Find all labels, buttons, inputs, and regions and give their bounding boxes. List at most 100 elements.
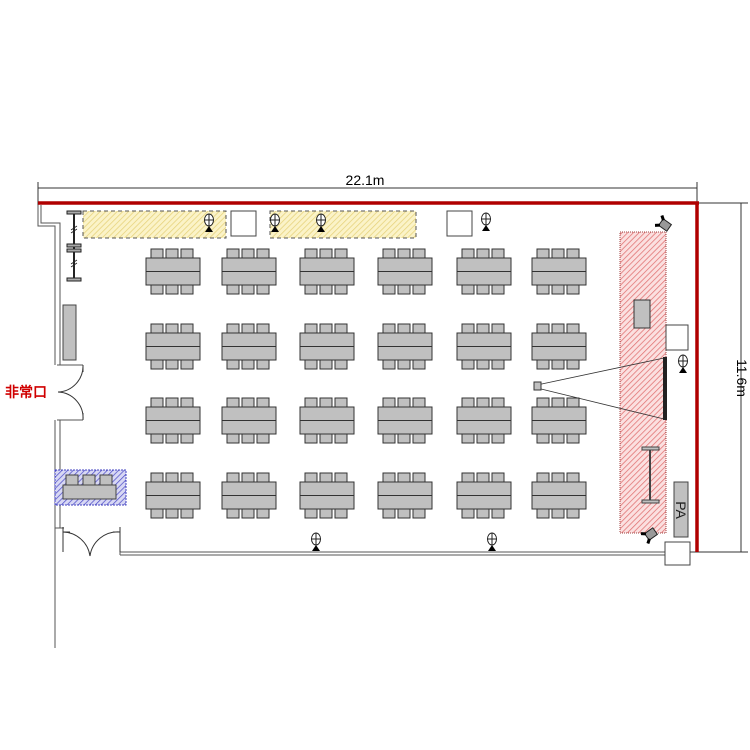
chair [150,359,164,370]
chair [165,359,179,370]
chair [226,508,240,519]
emergency-exit-door[interactable] [57,364,84,421]
table-group [456,397,512,444]
chair [165,472,179,483]
chair [226,397,240,408]
chair [476,508,490,519]
table-group [221,323,277,370]
chair [319,284,333,295]
table-group [377,397,433,444]
table-group [299,248,355,295]
chair [461,248,475,259]
whiteboard-stand [641,446,660,504]
table-group [299,472,355,519]
chair [566,472,580,483]
chair [150,433,164,444]
chair [256,433,270,444]
chair [536,359,550,370]
chair [226,433,240,444]
chair [476,359,490,370]
chair [304,284,318,295]
chair [536,433,550,444]
chair [566,323,580,334]
chair [491,472,505,483]
chair [382,508,396,519]
chair [256,397,270,408]
height-dimension: 11.6m [690,202,750,553]
chair [551,508,565,519]
table-group [377,323,433,370]
chair [256,248,270,259]
chair [180,284,194,295]
chair [180,248,194,259]
entrance-door[interactable] [62,527,121,557]
chair [334,248,348,259]
chair [226,323,240,334]
chair [319,359,333,370]
chair [397,508,411,519]
chair [165,284,179,295]
chair [256,284,270,295]
chair [334,397,348,408]
chair [461,359,475,370]
chair [180,472,194,483]
chair [476,248,490,259]
chair [304,472,318,483]
chair [536,248,550,259]
chair [241,433,255,444]
chair [536,508,550,519]
chair [150,472,164,483]
chair [461,433,475,444]
chair [412,359,426,370]
width-label: 22.1m [346,172,385,188]
pa-system: PA [673,481,689,538]
chair [165,508,179,519]
chair [304,433,318,444]
table-group [531,248,587,295]
chair [382,323,396,334]
chair [180,508,194,519]
table-group [145,248,201,295]
microphone-icon [311,532,321,551]
chair [551,323,565,334]
chair [382,248,396,259]
table-group [145,323,201,370]
chair [226,248,240,259]
chair [412,508,426,519]
chair [241,472,255,483]
chair [382,472,396,483]
chair [180,359,194,370]
microphone-icon [270,213,280,232]
chair [304,248,318,259]
chair [536,472,550,483]
chair [491,359,505,370]
table-group [456,323,512,370]
chair [241,323,255,334]
table-group [145,397,201,444]
chair [304,323,318,334]
chair [334,508,348,519]
microphone-icon [316,213,326,232]
chair [241,248,255,259]
chair [319,508,333,519]
chair [150,397,164,408]
speaker-icon [640,527,659,544]
chair [476,433,490,444]
chair [412,397,426,408]
chair [319,323,333,334]
table-group [299,397,355,444]
chair [256,323,270,334]
pillar-2 [446,210,473,237]
chair [397,359,411,370]
chair [165,323,179,334]
chair [491,433,505,444]
chair [319,433,333,444]
pillar-1 [230,210,257,237]
chair [304,359,318,370]
chair [536,397,550,408]
chair [165,397,179,408]
side-cabinet [62,304,77,361]
chair [536,323,550,334]
chair [566,433,580,444]
chair [551,433,565,444]
